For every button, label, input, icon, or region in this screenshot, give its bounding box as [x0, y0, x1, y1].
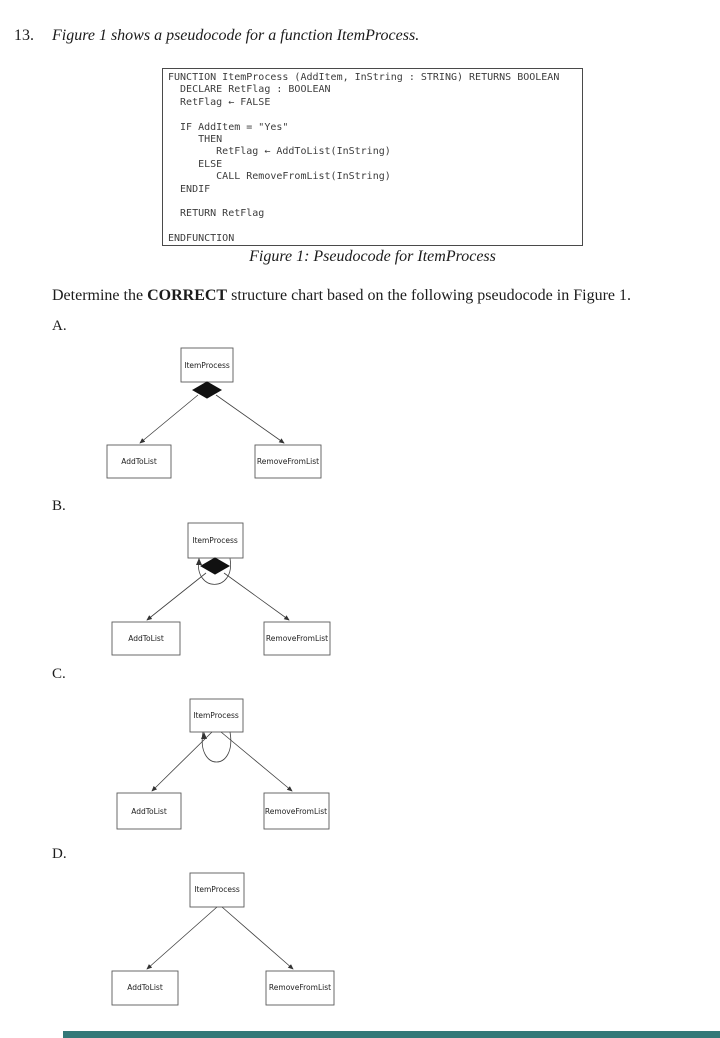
module-label-removefromlist: RemoveFromList	[257, 457, 319, 466]
question-text-post: structure chart based on the following p…	[227, 287, 631, 304]
loop-arc-icon	[198, 558, 231, 585]
option-a-label: A.	[52, 318, 67, 334]
module-label-itemprocess: ItemProcess	[193, 711, 239, 720]
module-box-itemprocess	[189, 872, 245, 908]
module-box-itemprocess	[187, 522, 244, 559]
option-d-label: D.	[52, 846, 67, 862]
module-label-removefromlist: RemoveFromList	[269, 983, 331, 992]
conditional-diamond-icon	[191, 381, 223, 399]
module-box-removefromlist	[265, 970, 335, 1006]
question-number: 13.	[14, 27, 34, 44]
module-label-itemprocess: ItemProcess	[194, 885, 240, 894]
module-box-addtolist	[106, 444, 172, 479]
option-b-label: B.	[52, 498, 66, 514]
up-arrowhead-icon	[196, 558, 202, 565]
module-box-addtolist	[116, 792, 182, 830]
call-line-left	[151, 731, 213, 792]
call-line-left	[146, 906, 218, 970]
module-label-removefromlist: RemoveFromList	[265, 807, 327, 816]
question-text: Determine the CORRECT structure chart ba…	[52, 287, 631, 305]
module-box-removefromlist	[263, 621, 331, 656]
intro-text: Figure 1 shows a pseudocode for a functi…	[52, 27, 420, 44]
module-label-addtolist: AddToList	[131, 807, 167, 816]
call-line-right	[220, 731, 293, 792]
call-line-left	[146, 572, 207, 621]
conditional-diamond-icon	[199, 557, 231, 575]
module-box-removefromlist	[254, 444, 322, 479]
module-label-itemprocess: ItemProcess	[184, 361, 230, 370]
call-line-left	[139, 394, 199, 444]
module-label-itemprocess: ItemProcess	[192, 536, 238, 545]
question-text-pre: Determine the	[52, 287, 148, 304]
up-arrowhead-icon	[201, 732, 207, 739]
option-c-diagram: ItemProcess AddToList RemoveFromList	[116, 698, 330, 830]
module-label-addtolist: AddToList	[127, 983, 163, 992]
bottom-accent-bar	[63, 1031, 720, 1038]
call-line-right	[221, 906, 294, 970]
module-label-addtolist: AddToList	[121, 457, 157, 466]
loop-arc-icon	[201, 731, 232, 763]
call-line-right	[223, 572, 290, 621]
figure-caption: Figure 1: Pseudocode for ItemProcess	[249, 248, 496, 265]
module-box-addtolist	[111, 621, 181, 656]
question-text-bold: CORRECT	[147, 287, 228, 304]
option-c-label: C.	[52, 666, 66, 682]
module-box-itemprocess	[189, 698, 244, 733]
pseudocode-block: FUNCTION ItemProcess (AddItem, InString …	[162, 68, 583, 246]
option-b-diagram: ItemProcess AddToList RemoveFromList	[111, 522, 331, 656]
module-label-addtolist: AddToList	[128, 634, 164, 643]
module-box-removefromlist	[263, 792, 330, 830]
module-box-itemprocess	[180, 347, 234, 383]
call-line-right	[215, 394, 285, 444]
module-box-addtolist	[111, 970, 179, 1006]
module-label-removefromlist: RemoveFromList	[266, 634, 328, 643]
question-intro-line: 13. Figure 1 shows a pseudocode for a fun…	[14, 27, 419, 45]
option-a-diagram: ItemProcess AddToList RemoveFromList	[106, 347, 322, 479]
option-d-diagram: ItemProcess AddToList RemoveFromList	[111, 872, 335, 1006]
